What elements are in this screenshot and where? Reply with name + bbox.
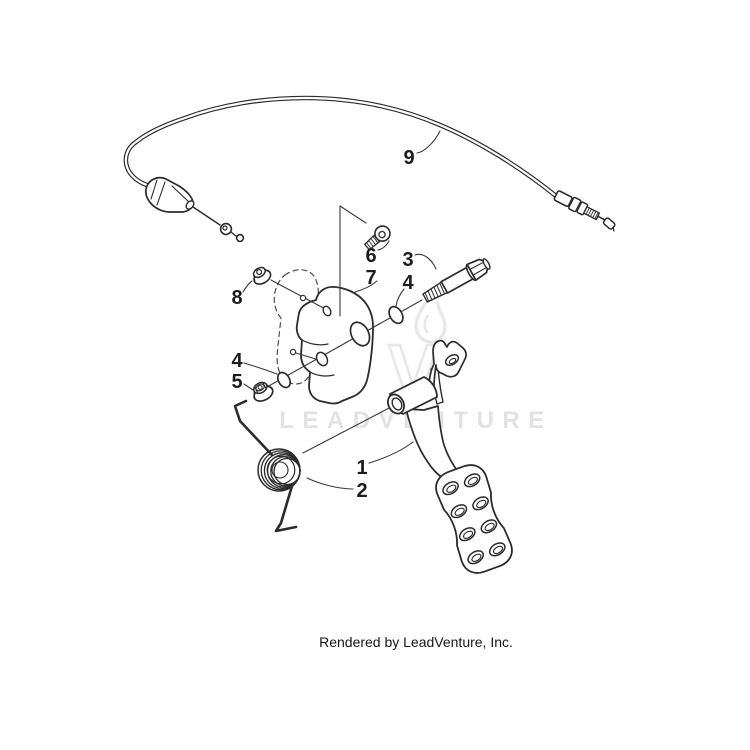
callout-shoulder-bolt: 3 <box>402 249 413 271</box>
callout-flange-nut: 8 <box>231 287 242 309</box>
callout-screw: 6 <box>365 245 376 267</box>
callout-washer-lower: 4 <box>231 350 243 372</box>
callout-throttle-cable: 9 <box>403 147 414 169</box>
pedal-assembly <box>387 339 513 574</box>
stud-pins <box>289 294 307 356</box>
screw <box>364 225 391 251</box>
cable-elbow-fitting <box>145 176 245 243</box>
bracket <box>295 286 374 405</box>
bracket-holes <box>315 305 371 367</box>
throttle-cable <box>123 95 616 243</box>
washer-upper <box>388 305 404 325</box>
phantom-mount-outline <box>273 269 319 385</box>
callout-pedal-assembly: 1 <box>356 457 367 479</box>
washer-lower <box>276 371 292 389</box>
cable-adjuster-end <box>553 190 616 232</box>
callout-lock-nut: 5 <box>231 371 242 393</box>
callout-bracket: 7 <box>365 267 376 289</box>
callout-washer-upper: 4 <box>402 272 414 294</box>
leader-lines <box>242 130 441 490</box>
return-spring <box>233 399 301 533</box>
shoulder-bolt <box>422 258 491 303</box>
flange-nut <box>252 266 272 285</box>
footer-credit: Rendered by LeadVenture, Inc. <box>319 634 513 650</box>
lock-nut <box>252 381 274 402</box>
callout-return-spring: 2 <box>356 480 367 502</box>
pedal-plate-holes <box>442 473 506 565</box>
screw-connector-lines <box>339 205 367 317</box>
